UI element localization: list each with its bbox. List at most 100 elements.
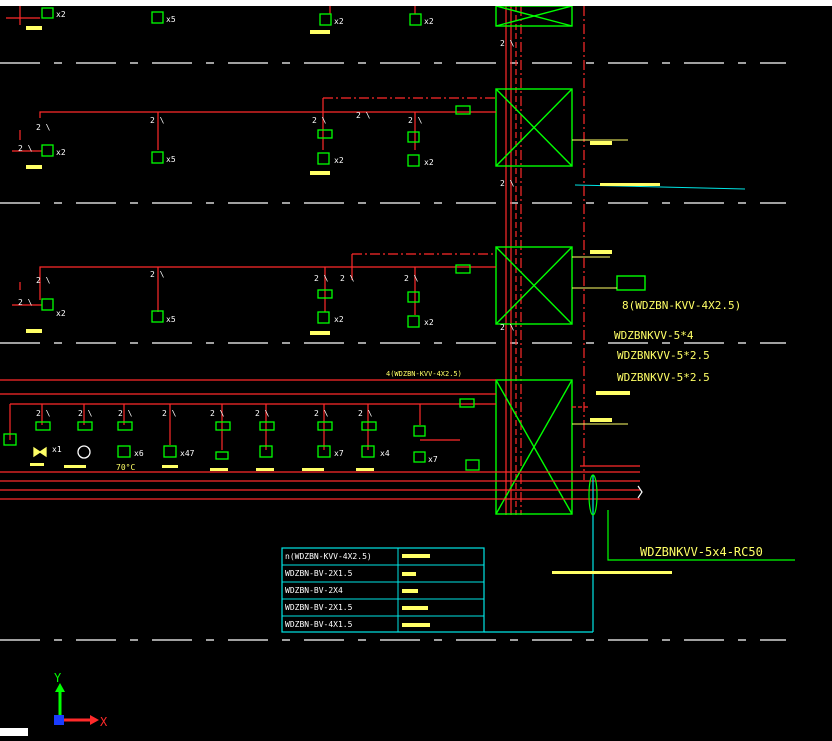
main-cable-label: WDZBNKVV-5x4-RC50 xyxy=(640,545,763,559)
svg-text:x2: x2 xyxy=(56,148,66,157)
legend-row-cable: WDZBN-BV-2X1.5 xyxy=(285,603,353,612)
svg-text:2 \: 2 \ xyxy=(312,116,327,125)
device-icon xyxy=(35,421,51,431)
legend-table[interactable]: n(WDZBN-KVV-4X2.5) WDZBN-BV-2X1.5 WDZBN-… xyxy=(281,547,485,633)
terminal-module xyxy=(616,275,646,291)
device-icon xyxy=(319,13,332,26)
svg-text:x2: x2 xyxy=(424,318,434,327)
device-icon xyxy=(259,421,275,431)
device-icon xyxy=(41,7,54,19)
svg-text:2 \: 2 \ xyxy=(150,116,165,125)
svg-text:x2: x2 xyxy=(424,158,434,167)
device-icon xyxy=(459,398,475,408)
svg-text:2 \: 2 \ xyxy=(150,270,165,279)
svg-text:2 \: 2 \ xyxy=(358,409,373,418)
device-icon xyxy=(455,105,471,115)
device-icon xyxy=(151,310,164,323)
device-icon xyxy=(259,445,273,458)
svg-text:x5: x5 xyxy=(166,315,176,324)
legend-row-cable: WDZBN-BV-2X1.5 xyxy=(285,569,353,578)
device-icon xyxy=(407,131,420,143)
cable-label-4: WDZBNKVV-5*2.5 xyxy=(617,371,710,384)
svg-text:2 \: 2 \ xyxy=(18,298,33,307)
svg-text:2 \: 2 \ xyxy=(500,179,515,188)
svg-text:x2: x2 xyxy=(334,156,344,165)
device-icon xyxy=(77,421,93,431)
svg-text:x47: x47 xyxy=(180,449,195,458)
device-icon xyxy=(317,421,333,431)
svg-text:2 \: 2 \ xyxy=(500,323,515,332)
cable-label-1: 8(WDZBN-KVV-4X2.5) xyxy=(622,299,741,312)
svg-text:2 \: 2 \ xyxy=(356,111,371,120)
equipment-symbols xyxy=(3,7,480,471)
distribution-box-floor2 xyxy=(495,88,573,167)
svg-text:2 \: 2 \ xyxy=(314,409,329,418)
device-icon xyxy=(117,421,133,431)
device-icon xyxy=(317,289,333,299)
svg-text:70°C: 70°C xyxy=(116,463,135,472)
svg-text:2 \: 2 \ xyxy=(162,409,177,418)
cad-drawing-canvas[interactable]: 2 \ 2 \ 2 \ 2 \ 2 \ 2 \ 2 \ 2 \ 2 \ 2 \ … xyxy=(0,6,832,741)
cable-label-3: WDZBNKVV-5*2.5 xyxy=(617,349,710,362)
device-icon xyxy=(409,13,422,26)
vertical-trunk xyxy=(505,6,585,515)
device-icon xyxy=(413,425,426,437)
cable-labels: 8(WDZBN-KVV-4X2.5) WDZBNKVV-5*4 WDZBNKVV… xyxy=(386,299,763,559)
device-icon xyxy=(317,445,331,458)
device-icon xyxy=(215,421,231,431)
svg-text:2 \: 2 \ xyxy=(118,409,133,418)
svg-text:2 \: 2 \ xyxy=(210,409,225,418)
drawing-title-mark xyxy=(0,728,28,736)
svg-text:2 \: 2 \ xyxy=(36,123,51,132)
svg-text:2 \: 2 \ xyxy=(340,274,355,283)
svg-text:x5: x5 xyxy=(166,15,176,24)
svg-text:2 \: 2 \ xyxy=(78,409,93,418)
device-icon xyxy=(413,451,426,463)
svg-text:x2: x2 xyxy=(424,17,434,26)
valve-icon xyxy=(33,446,47,458)
svg-text:x1: x1 xyxy=(52,445,62,454)
breaker-symbols: 2 \ 2 \ 2 \ 2 \ 2 \ 2 \ 2 \ 2 \ 2 \ 2 \ … xyxy=(18,39,515,418)
floor-separator-lines xyxy=(0,62,786,641)
svg-text:2 \: 2 \ xyxy=(18,144,33,153)
device-icon xyxy=(41,144,54,157)
device-icon xyxy=(151,151,164,164)
device-icon xyxy=(407,154,420,167)
device-icon xyxy=(407,315,420,328)
device-icon xyxy=(151,11,164,24)
device-icon xyxy=(317,129,333,139)
svg-text:2 \: 2 \ xyxy=(36,276,51,285)
device-icon xyxy=(117,445,131,458)
svg-text:x5: x5 xyxy=(166,155,176,164)
svg-text:x2: x2 xyxy=(56,309,66,318)
cable-label-2: WDZBNKVV-5*4 xyxy=(614,329,694,342)
device-icon xyxy=(455,264,471,274)
device-icon xyxy=(361,421,377,431)
distribution-box-floor3 xyxy=(495,246,573,325)
svg-text:x7: x7 xyxy=(334,449,344,458)
svg-text:x2: x2 xyxy=(334,315,344,324)
distribution-box-top xyxy=(495,6,573,27)
svg-text:x2: x2 xyxy=(56,10,66,19)
ucs-x-label: X xyxy=(100,715,108,729)
device-icon xyxy=(465,459,480,471)
device-icon xyxy=(317,311,330,324)
svg-text:2 \: 2 \ xyxy=(500,39,515,48)
device-icon xyxy=(407,291,420,303)
svg-text:2 \: 2 \ xyxy=(314,274,329,283)
device-icon xyxy=(317,152,330,165)
ucs-icon: Y X xyxy=(54,671,108,729)
svg-text:2 \: 2 \ xyxy=(36,409,51,418)
svg-text:x4: x4 xyxy=(380,449,390,458)
device-icon xyxy=(3,433,17,446)
ucs-y-label: Y xyxy=(54,671,62,685)
distribution-box-floor1 xyxy=(495,379,573,515)
device-icon xyxy=(163,445,177,458)
legend-row-cable: n(WDZBN-KVV-4X2.5) xyxy=(285,552,372,561)
lamp-icon xyxy=(77,445,91,459)
quantity-labels: x2 x5 x2 x2 x2 x5 x2 x2 x2 x5 x2 x2 x1 x… xyxy=(52,10,438,472)
svg-text:2 \: 2 \ xyxy=(255,409,270,418)
top-border xyxy=(0,0,832,6)
legend-row-cable: WDZBN-BV-2X4 xyxy=(285,586,343,595)
legend-row-cable: WDZBN-BV-4X1.5 xyxy=(285,620,353,629)
